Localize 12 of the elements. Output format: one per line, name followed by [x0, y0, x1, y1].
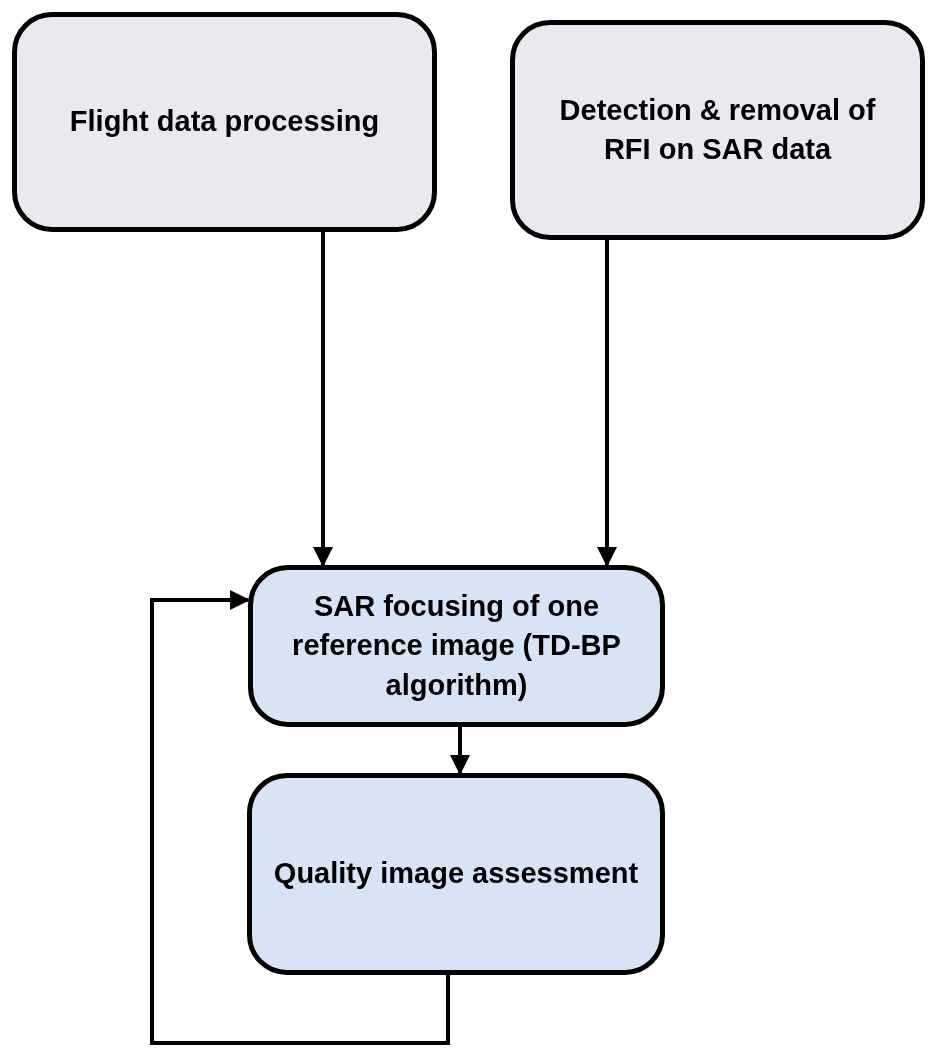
arrow: [450, 727, 470, 775]
arrow: [150, 590, 450, 1045]
box-label: Quality image assessment: [273, 856, 639, 892]
box-label: Detection & removal of RFI on SAR data: [558, 92, 877, 167]
process-box: [510, 20, 925, 240]
arrow: [597, 240, 617, 567]
process-box: [12, 12, 437, 232]
arrow: [313, 232, 333, 567]
process-box: [247, 773, 665, 975]
box-label: SAR focusing of one reference image (TD-BP algorithm): [291, 589, 622, 703]
process-box: [248, 565, 665, 727]
box-label: Flight data processing: [69, 104, 380, 140]
